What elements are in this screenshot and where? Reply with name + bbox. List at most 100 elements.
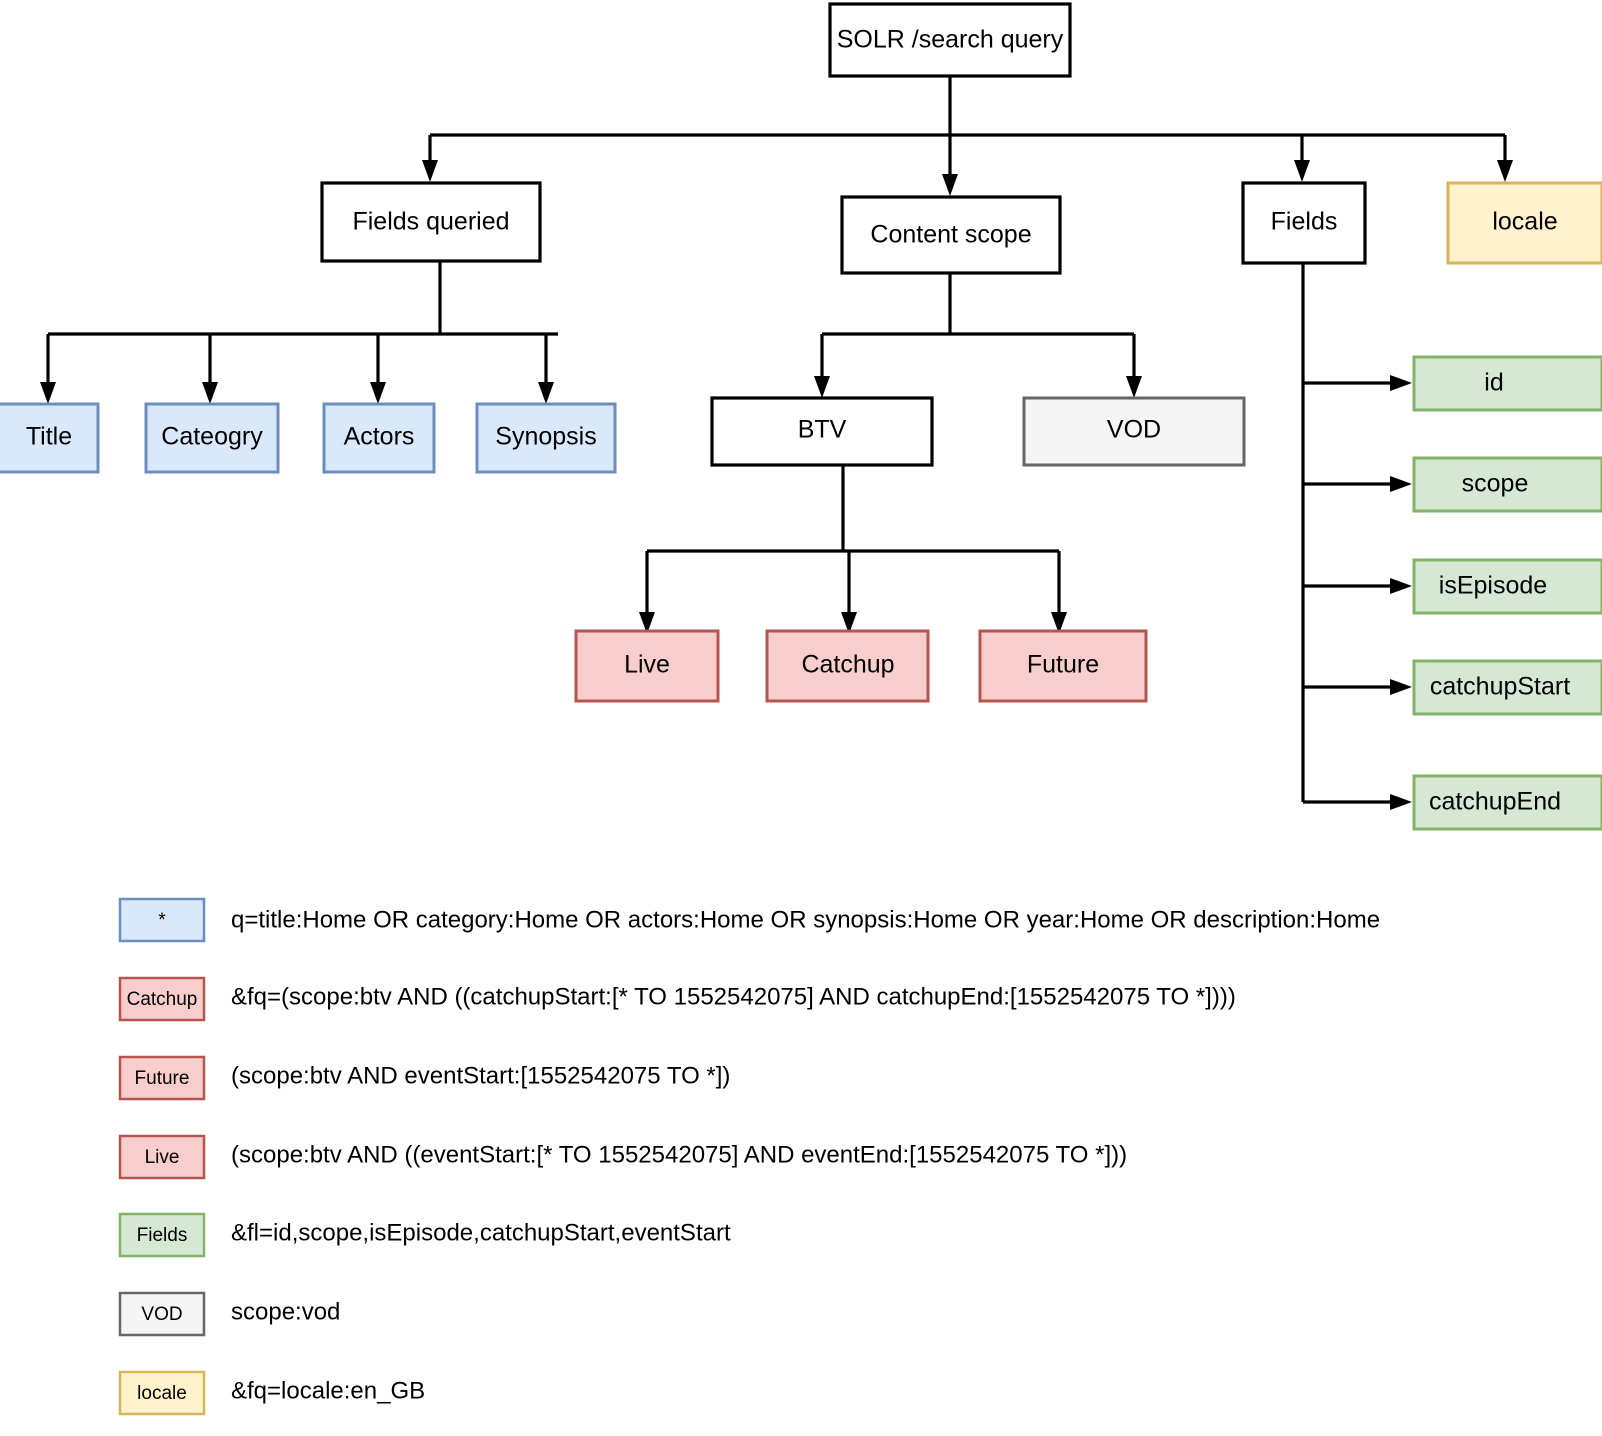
node-box-field-catchupstart	[1412, 659, 1602, 716]
legend-text-catchup: &fq=(scope:btv AND ((catchupStart:[* TO …	[231, 983, 1236, 1010]
legend-text-vod: scope:vod	[231, 1298, 340, 1325]
node-label-locale: locale	[1492, 208, 1557, 236]
node-label-field-id: id	[1484, 369, 1503, 397]
node-label-future: Future	[1027, 651, 1099, 679]
arrowhead-future	[1051, 612, 1067, 634]
node-fields[interactable]: Fields	[1241, 181, 1367, 265]
legend-chip-fields	[118, 1212, 206, 1258]
node-box-field-id	[1412, 355, 1602, 412]
node-actors[interactable]: Actors	[322, 402, 436, 474]
arrowhead-locale	[1497, 160, 1513, 182]
node-label-catchup: Catchup	[801, 651, 894, 679]
node-label-root: SOLR /search query	[837, 26, 1064, 54]
node-catchup[interactable]: Catchup	[765, 629, 930, 703]
node-box-btv	[710, 396, 934, 467]
node-label-title: Title	[26, 423, 72, 451]
node-box-live	[574, 629, 720, 703]
node-label-vod: VOD	[1107, 416, 1161, 444]
node-box-catchup	[765, 629, 930, 703]
node-label-cateogry: Cateogry	[161, 423, 263, 451]
legend-chip-star	[118, 897, 206, 943]
legend-chip-label-locale: locale	[137, 1383, 187, 1404]
arrowhead-field-catchupstart	[1390, 679, 1412, 695]
arrowhead-title	[40, 382, 56, 404]
legend: * q=title:Home OR category:Home OR actor…	[118, 897, 1380, 1416]
node-synopsis[interactable]: Synopsis	[475, 402, 617, 474]
legend-row-vod: VOD scope:vod	[118, 1291, 340, 1337]
legend-chip-label-future: Future	[135, 1068, 190, 1089]
arrowhead-field-id	[1390, 375, 1412, 391]
legend-row-star: * q=title:Home OR category:Home OR actor…	[118, 897, 1380, 943]
arrowhead-fields-queried	[422, 160, 438, 182]
node-vod[interactable]: VOD	[1022, 396, 1246, 467]
legend-chip-label-vod: VOD	[141, 1304, 182, 1325]
arrowhead-field-catchupend	[1390, 794, 1412, 810]
node-label-synopsis: Synopsis	[495, 423, 596, 451]
arrowhead-field-scope	[1390, 476, 1412, 492]
legend-chip-label-live: Live	[145, 1147, 180, 1168]
legend-row-future: Future (scope:btv AND eventStart:[155254…	[118, 1055, 730, 1101]
node-box-cateogry	[144, 402, 280, 474]
legend-chip-vod	[118, 1291, 206, 1337]
legend-text-locale: &fq=locale:en_GB	[231, 1377, 425, 1404]
node-box-fields	[1241, 181, 1367, 265]
arrowhead-catchup	[841, 612, 857, 634]
node-title[interactable]: Title	[0, 402, 100, 474]
legend-chip-label-star: *	[158, 910, 166, 931]
legend-chip-future	[118, 1055, 206, 1101]
node-cateogry[interactable]: Cateogry	[144, 402, 280, 474]
node-label-field-scope: scope	[1462, 470, 1529, 498]
legend-chip-label-fields: Fields	[137, 1225, 188, 1246]
node-field-catchupstart[interactable]: catchupStart	[1412, 659, 1602, 716]
legend-text-live: (scope:btv AND ((eventStart:[* TO 155254…	[231, 1141, 1127, 1168]
node-box-synopsis	[475, 402, 617, 474]
node-content-scope[interactable]: Content scope	[840, 195, 1062, 275]
node-locale[interactable]: locale	[1446, 181, 1602, 265]
arrowhead-btv	[814, 376, 830, 398]
node-box-field-catchupend	[1412, 774, 1602, 831]
legend-row-fields: Fields &fl=id,scope,isEpisode,catchupSta…	[118, 1212, 731, 1258]
node-label-btv: BTV	[798, 416, 847, 444]
node-label-live: Live	[624, 651, 670, 679]
node-field-isepisode[interactable]: isEpisode	[1412, 558, 1602, 615]
node-box-locale	[1446, 181, 1602, 265]
legend-row-live: Live (scope:btv AND ((eventStart:[* TO 1…	[118, 1134, 1127, 1180]
arrowhead-content-scope	[942, 174, 958, 196]
node-label-content-scope: Content scope	[870, 221, 1031, 249]
legend-text-future: (scope:btv AND eventStart:[1552542075 TO…	[231, 1062, 730, 1089]
arrowhead-cateogry	[202, 382, 218, 404]
node-field-id[interactable]: id	[1412, 355, 1602, 412]
edges-layer	[40, 76, 1513, 810]
node-solr-search-query[interactable]: SOLR /search query	[828, 2, 1072, 78]
arrowhead-vod	[1126, 376, 1142, 398]
node-box-content-scope	[840, 195, 1062, 275]
arrowhead-field-isepisode	[1390, 578, 1412, 594]
node-label-fields-queried: Fields queried	[352, 208, 509, 236]
legend-row-catchup: Catchup &fq=(scope:btv AND ((catchupStar…	[118, 976, 1236, 1022]
node-field-scope[interactable]: scope	[1412, 456, 1602, 513]
legend-chip-locale	[118, 1370, 206, 1416]
arrowhead-actors	[370, 382, 386, 404]
node-box-title	[0, 402, 100, 474]
node-box-fields-queried	[320, 181, 542, 263]
node-label-field-catchupend: catchupEnd	[1429, 788, 1561, 816]
legend-chip-catchup	[118, 976, 206, 1022]
legend-row-locale: locale &fq=locale:en_GB	[118, 1370, 425, 1416]
node-btv[interactable]: BTV	[710, 396, 934, 467]
node-future[interactable]: Future	[978, 629, 1148, 703]
node-label-actors: Actors	[344, 423, 415, 451]
node-box-vod	[1022, 396, 1246, 467]
node-box-future	[978, 629, 1148, 703]
node-fields-queried[interactable]: Fields queried	[320, 181, 542, 263]
arrowhead-synopsis	[538, 382, 554, 404]
node-label-fields: Fields	[1271, 208, 1338, 236]
node-box-root	[828, 2, 1072, 78]
node-label-field-catchupstart: catchupStart	[1430, 673, 1570, 701]
node-label-field-isepisode: isEpisode	[1439, 572, 1547, 600]
node-field-catchupend[interactable]: catchupEnd	[1412, 774, 1602, 831]
arrowhead-live	[639, 612, 655, 634]
node-live[interactable]: Live	[574, 629, 720, 703]
legend-chip-label-catchup: Catchup	[127, 989, 198, 1010]
legend-chip-live	[118, 1134, 206, 1180]
